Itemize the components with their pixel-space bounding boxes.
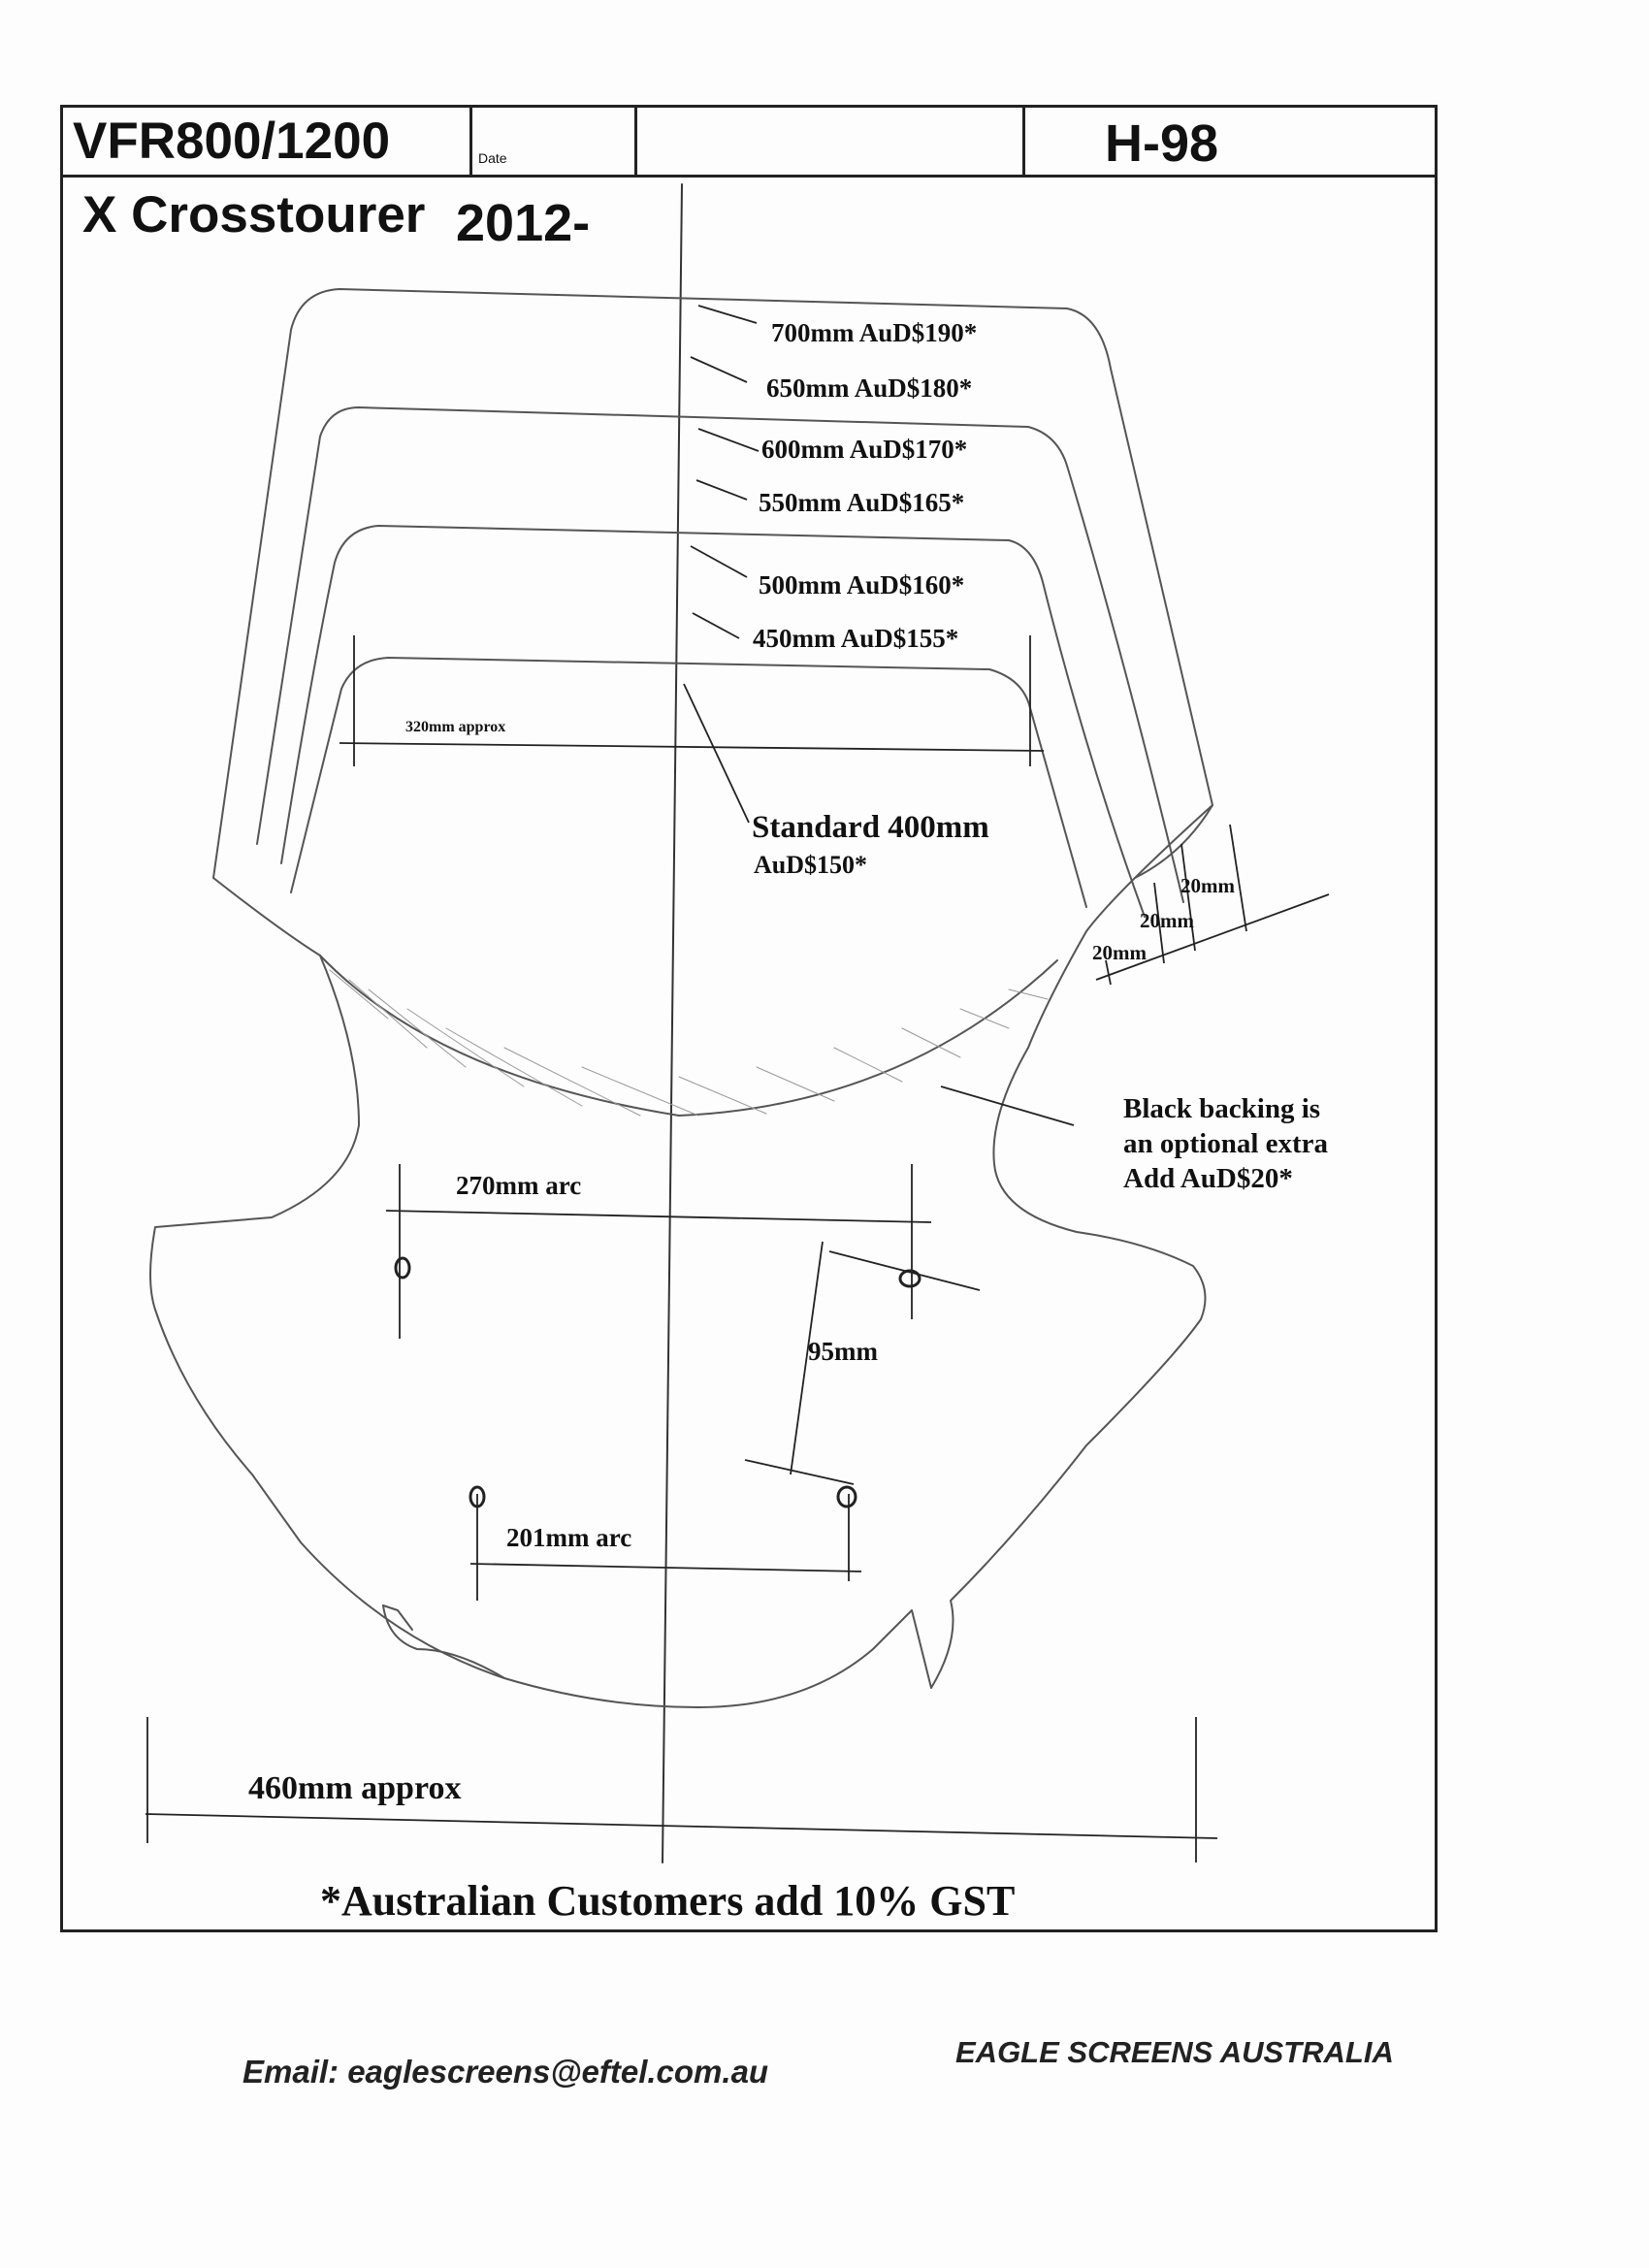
dim-320-label: 320mm approx [405, 719, 506, 735]
gst-note: *Australian Customers add 10% GST [320, 1877, 1016, 1925]
mount-hole-upper-left [394, 1256, 411, 1280]
model-cell: VFR800/1200 [63, 108, 472, 175]
left-tab [382, 1604, 505, 1679]
outline-650 [256, 406, 1184, 903]
dim-201-line [469, 1563, 862, 1572]
mount-hole-upper-right [898, 1269, 922, 1288]
dim-step-line [1095, 893, 1330, 981]
dim-460-label: 460mm approx [248, 1770, 462, 1806]
dim-step-tick-c [1180, 843, 1196, 952]
dim-95-label: 95mm [808, 1337, 878, 1366]
step-label-3: 20mm [1092, 941, 1147, 964]
model-year: 2012- [456, 194, 591, 252]
dim-95-tick-bottom [744, 1459, 855, 1485]
contact-email: Email: eaglescreens@eftel.com.au [242, 2054, 769, 2090]
leader-standard [683, 683, 750, 824]
leader-450 [692, 612, 740, 639]
company-name: EAGLE SCREENS AUSTRALIA [955, 2035, 1394, 2069]
backing-note-line1: Black backing is [1123, 1093, 1321, 1124]
dim-step-tick-d [1229, 824, 1247, 932]
dim-step-tick-b [1153, 882, 1165, 964]
height-label-450: 450mm AuD$155* [753, 624, 959, 653]
backing-edge [319, 955, 1058, 1117]
standard-height-label: Standard 400mm [752, 810, 989, 845]
date-cell: Date [472, 108, 637, 175]
mount-hole-lower-left [469, 1485, 486, 1508]
dim-95-line [790, 1241, 824, 1475]
model-title: VFR800/1200 [73, 113, 391, 170]
left-tab-edge [382, 1604, 413, 1631]
backing-note-line2: an optional extra [1123, 1128, 1329, 1159]
part-code: H-98 [1105, 114, 1219, 173]
title-block: VFR800/1200 Date H-98 [63, 108, 1435, 178]
backing-note-line3: Add AuD$20* [1123, 1163, 1293, 1194]
mount-hole-lower-right [836, 1485, 857, 1508]
height-label-600: 600mm AuD$170* [761, 435, 968, 464]
dim-320-line [339, 742, 1045, 752]
blank-cell [637, 108, 1025, 175]
height-label-550: 550mm AuD$165* [759, 488, 965, 517]
outline-550 [280, 525, 1146, 918]
dim-270-line [385, 1210, 932, 1223]
step-label-1: 20mm [1180, 874, 1235, 897]
model-subtitle: X Crosstourer [82, 186, 426, 243]
leader-700 [697, 305, 758, 324]
outline-standard [290, 657, 1087, 908]
height-label-500: 500mm AuD$160* [759, 570, 965, 599]
leader-550 [695, 479, 748, 501]
code-cell: H-98 [1025, 108, 1438, 175]
height-label-650: 650mm AuD$180* [766, 373, 973, 403]
leader-650 [690, 356, 748, 383]
dim-460-line [145, 1813, 1218, 1839]
dim-step-tick-a [1105, 959, 1112, 986]
drawing-sheet: VFR800/1200 Date H-98 X Crosstourer 2012… [60, 105, 1438, 1932]
height-label-700: 700mm AuD$190* [771, 318, 978, 347]
centre-line [662, 183, 683, 1863]
leader-backing [940, 1085, 1075, 1126]
dim-201-label: 201mm arc [506, 1523, 632, 1552]
leader-600 [697, 428, 760, 452]
dim-270-label: 270mm arc [456, 1171, 582, 1200]
step-label-2: 20mm [1140, 909, 1194, 932]
screen-body [149, 804, 1213, 1708]
date-label: Date [478, 150, 507, 166]
leader-500 [690, 545, 748, 578]
outline-700 [212, 288, 1213, 879]
standard-price-label: AuD$150* [754, 851, 868, 879]
